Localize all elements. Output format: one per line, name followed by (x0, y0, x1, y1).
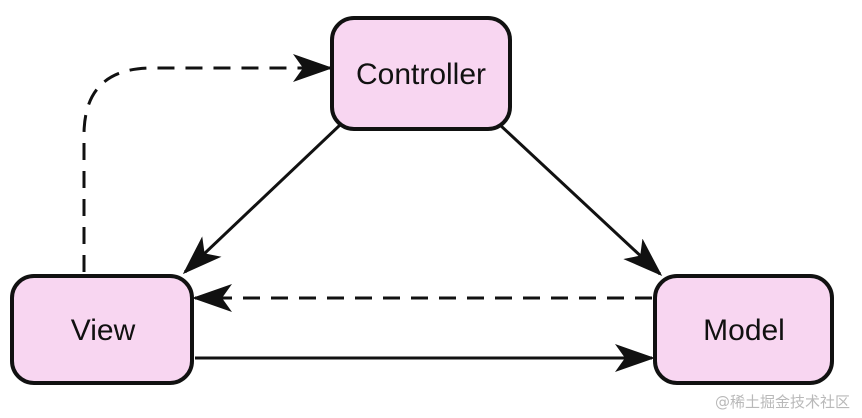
edge-controller-to-view (182, 123, 342, 275)
node-view-box (10, 274, 194, 385)
node-controller-label: Controller (356, 58, 486, 91)
watermark-text: @稀土掘金技术社区 (714, 393, 850, 411)
node-model-box (653, 274, 834, 385)
edge-view-to-controller-dashed (82, 54, 333, 272)
edge-controller-to-model (498, 123, 663, 277)
node-view: View (10, 274, 194, 385)
node-controller: Controller (330, 16, 512, 131)
node-view-label: View (71, 314, 136, 347)
node-model: Model (653, 274, 834, 385)
node-model-label: Model (703, 314, 785, 347)
node-controller-box (330, 16, 512, 131)
